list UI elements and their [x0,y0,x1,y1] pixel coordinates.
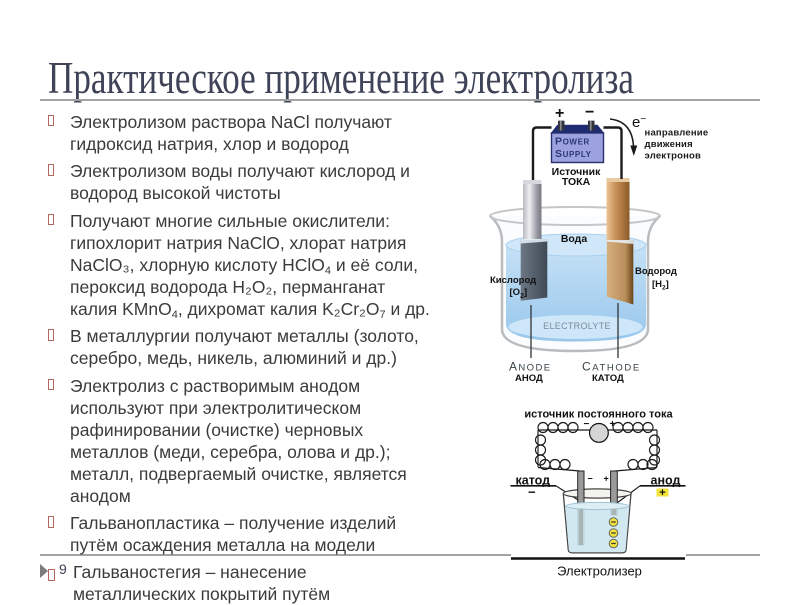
svg-text:анод: анод [651,474,681,488]
svg-text:+: + [610,419,616,430]
svg-text:Источник: Источник [552,166,601,178]
svg-text:−: − [528,485,536,500]
svg-text:КАТОД: КАТОД [592,373,624,384]
svg-text:POWER: POWER [555,136,590,148]
svg-text:[H2]: [H2] [652,279,669,292]
svg-text:движения: движения [645,139,693,150]
svg-text:−: − [585,104,594,121]
svg-text:−: − [584,419,590,430]
svg-text:электронов: электронов [645,151,702,162]
svg-text:Вода: Вода [561,233,588,245]
svg-text:Кислород: Кислород [490,275,536,286]
svg-text:Водород: Водород [635,266,677,277]
svg-text:Электролизер: Электролизер [557,564,642,579]
svg-text:ELECTROLYTE: ELECTROLYTE [543,321,611,331]
svg-text:ТОКА: ТОКА [562,176,591,188]
svg-text:АНОД: АНОД [515,373,543,384]
svg-text:−: − [588,474,593,484]
svg-text:+: + [659,487,665,499]
svg-text:направление: направление [645,128,709,139]
svg-text:CATHODE: CATHODE [582,360,641,374]
svg-text:+: + [555,105,564,122]
svg-text:SUPPLY: SUPPLY [555,148,592,160]
svg-text:источник постоянного тока: источник постоянного тока [524,408,673,420]
svg-text:катод: катод [516,474,551,488]
svg-text:+: + [604,474,609,484]
svg-text:ANODE: ANODE [509,360,551,374]
